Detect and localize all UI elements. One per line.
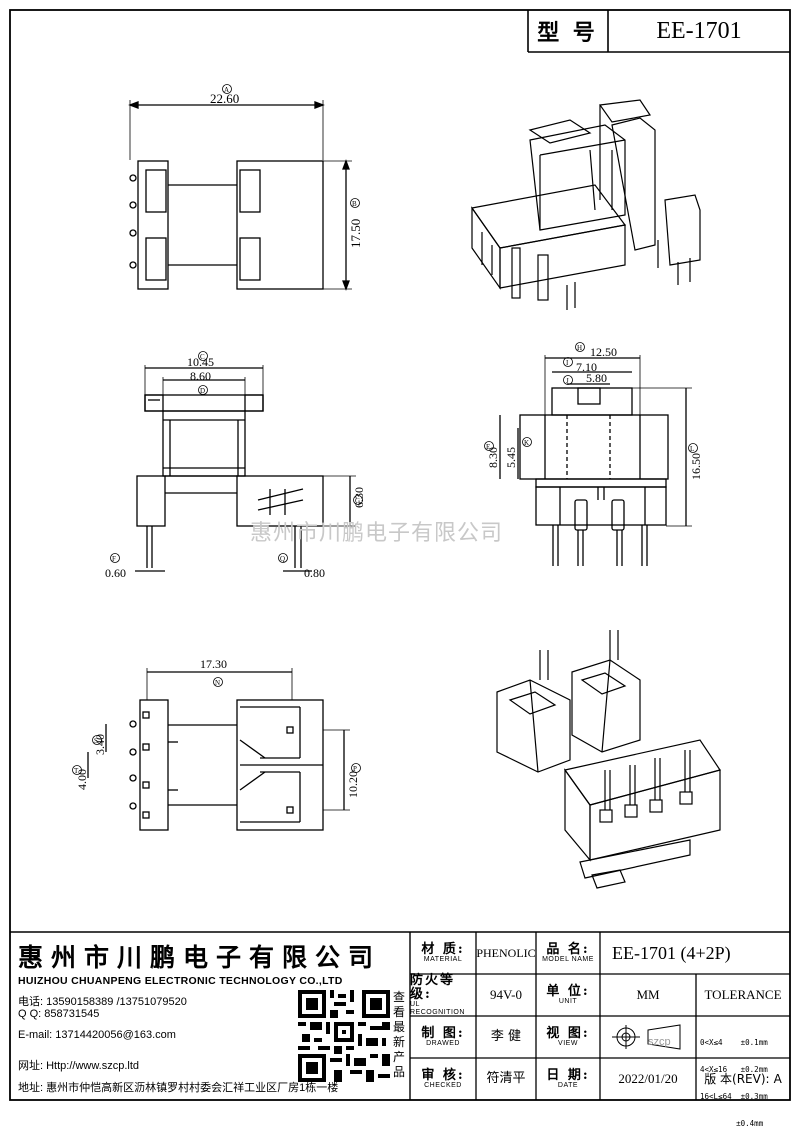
dim-P: 10.20 bbox=[346, 771, 360, 798]
watermark: 惠州市川鹏电子有限公司 bbox=[250, 521, 504, 546]
dim-H: 12.50 bbox=[590, 345, 617, 359]
isometric-view-1 bbox=[470, 99, 701, 310]
site-mark: szcp bbox=[648, 1036, 671, 1048]
drawn-value: 李 健 bbox=[490, 1029, 522, 1045]
dim-G: 6.30 bbox=[352, 487, 366, 508]
technical-drawing: A 22.60 17.50 B bbox=[9, 9, 791, 1101]
svg-text:K: K bbox=[524, 439, 529, 447]
dim-D: 8.60 bbox=[190, 369, 211, 383]
svg-text:Q: Q bbox=[280, 555, 285, 563]
unit-label: 单 位:UNIT bbox=[546, 983, 590, 1006]
dim-A: 22.60 bbox=[210, 91, 239, 106]
view-symbol-icon bbox=[612, 1024, 681, 1050]
dim-S: 3.40 bbox=[93, 734, 107, 755]
model-value: EE-1701 bbox=[656, 17, 742, 44]
bottom-view-labels: 17.30 N 10.20 P 3.40 S 4.00 T bbox=[72, 657, 361, 798]
date-label: 日 期:DATE bbox=[546, 1067, 590, 1090]
company-name-en: HUIZHOU CHUANPENG ELECTRONIC TECHNOLOGY … bbox=[18, 975, 343, 987]
checked-value: 符清平 bbox=[486, 1071, 526, 1087]
side-view-labels: H 12.50 I 7.10 J 5.80 8.30 E 5.45 K 16.5… bbox=[484, 342, 703, 480]
company-email: E-mail: 13714420056@163.com bbox=[18, 1029, 176, 1041]
svg-text:T: T bbox=[74, 767, 79, 775]
svg-text:I: I bbox=[566, 359, 569, 367]
svg-text:H: H bbox=[577, 344, 582, 352]
company-name-cn: 惠州市川鹏电子有限公司 bbox=[18, 943, 382, 972]
company-phone: 电话: 13590158389 /13751079520 bbox=[18, 996, 187, 1008]
model-name-label: 品 名:MODEL NAME bbox=[542, 941, 594, 964]
svg-text:F: F bbox=[112, 555, 116, 563]
dim-C: 10.45 bbox=[187, 355, 214, 369]
company-web[interactable]: 网址: Http://www.szcp.ltd bbox=[18, 1060, 140, 1072]
unit-value: MM bbox=[636, 987, 660, 1003]
svg-text:L: L bbox=[690, 445, 694, 453]
dim-E: 8.30 bbox=[486, 447, 500, 468]
date-value: 2022/01/20 bbox=[618, 1071, 678, 1087]
front-view-labels: C 10.45 8.60 D 6.30 G F 0.60 Q 0.80 bbox=[105, 351, 366, 580]
drawn-label: 制 图:DRAWED bbox=[421, 1025, 465, 1048]
model-label: 型 号 bbox=[537, 20, 599, 45]
qr-code-icon[interactable] bbox=[298, 990, 390, 1082]
front-view bbox=[135, 365, 356, 572]
svg-text:D: D bbox=[200, 387, 205, 395]
dim-F: 0.60 bbox=[105, 566, 126, 580]
svg-text:P: P bbox=[353, 765, 357, 773]
svg-text:A: A bbox=[224, 86, 229, 94]
company-qq: Q Q: 858731545 bbox=[18, 1008, 100, 1020]
dim-L: 16.50 bbox=[689, 453, 703, 480]
tolerance-label: TOLERANCE bbox=[704, 987, 782, 1003]
material-value: PHENOLIC bbox=[476, 945, 536, 960]
dim-B: 17.50 bbox=[348, 219, 363, 248]
svg-text:G: G bbox=[355, 497, 360, 505]
bottom-view bbox=[87, 668, 350, 831]
isometric-view-2 bbox=[496, 630, 721, 889]
side-view bbox=[499, 355, 692, 566]
dim-K: 5.45 bbox=[504, 447, 518, 468]
dim-N: 17.30 bbox=[200, 657, 227, 671]
dim-Q: 0.80 bbox=[304, 566, 325, 580]
model-name-value: EE-1701 (4+2P) bbox=[612, 942, 731, 963]
fire-rating-value: 94V-0 bbox=[489, 987, 523, 1003]
svg-text:J: J bbox=[566, 377, 569, 385]
dim-J: 5.80 bbox=[586, 371, 607, 385]
svg-text:N: N bbox=[215, 679, 220, 687]
svg-text:C: C bbox=[200, 353, 205, 361]
top-view bbox=[128, 100, 352, 291]
dim-I: 7.10 bbox=[576, 360, 597, 374]
top-view-labels: A 22.60 17.50 B bbox=[210, 84, 363, 248]
revision: 版 本(REV):A bbox=[704, 1071, 782, 1086]
material-label: 材 质:MATERIAL bbox=[421, 941, 465, 964]
view-label: 视 图:VIEW bbox=[546, 1025, 590, 1048]
company-address: 地址: 惠州市仲恺高新区沥林镇罗村村委会汇祥工业区厂房1栋一楼 bbox=[18, 1082, 339, 1094]
svg-text:S: S bbox=[94, 737, 98, 745]
svg-text:B: B bbox=[352, 200, 357, 208]
qr-caption: 查看最新产品 bbox=[393, 990, 406, 1079]
fire-rating-label: 防火等级:UL RECOGNITION bbox=[410, 973, 465, 1016]
svg-text:E: E bbox=[486, 443, 490, 451]
checked-label: 审 核:CHECKED bbox=[421, 1067, 465, 1090]
